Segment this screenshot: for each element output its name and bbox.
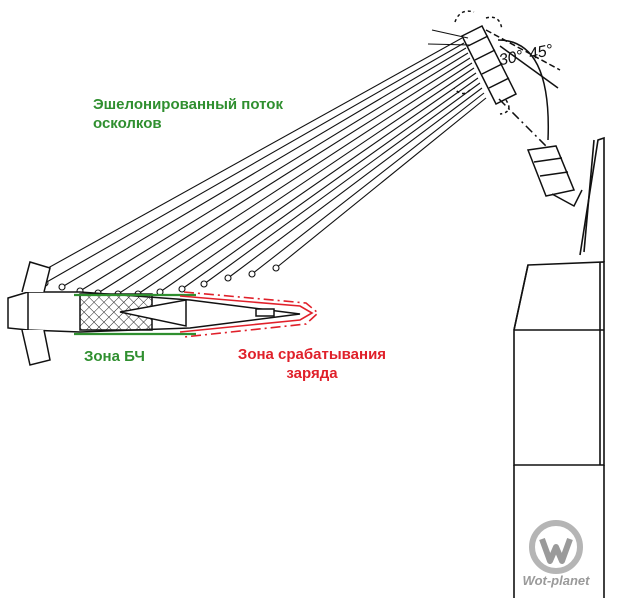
fuze-zone-label-line2: заряда	[286, 365, 338, 382]
fragment-stream-label-line2: осколков	[93, 115, 162, 132]
incoming-missile	[7, 261, 301, 366]
fragment-stream-rays	[29, 29, 487, 295]
fuze-zone-lines	[179, 291, 320, 338]
fuze-zone-label-line1: Зона срабатывания	[237, 346, 387, 363]
watermark-text: Wot-planet	[522, 573, 590, 588]
warhead-zone-lines	[74, 293, 196, 336]
warhead	[453, 10, 583, 208]
fuze-zone-label: Зона срабатывания заряда	[223, 345, 401, 383]
warhead-zone-label: Зона БЧ	[84, 348, 145, 365]
fragment-stream-label: Эшелонированный поток осколков	[93, 95, 283, 133]
aircraft-fuselage	[513, 136, 605, 598]
wolf-logo-icon	[529, 520, 583, 574]
fragment-stream-label-line1: Эшелонированный поток	[93, 96, 283, 113]
watermark-logo: Wot-planet	[500, 517, 612, 599]
